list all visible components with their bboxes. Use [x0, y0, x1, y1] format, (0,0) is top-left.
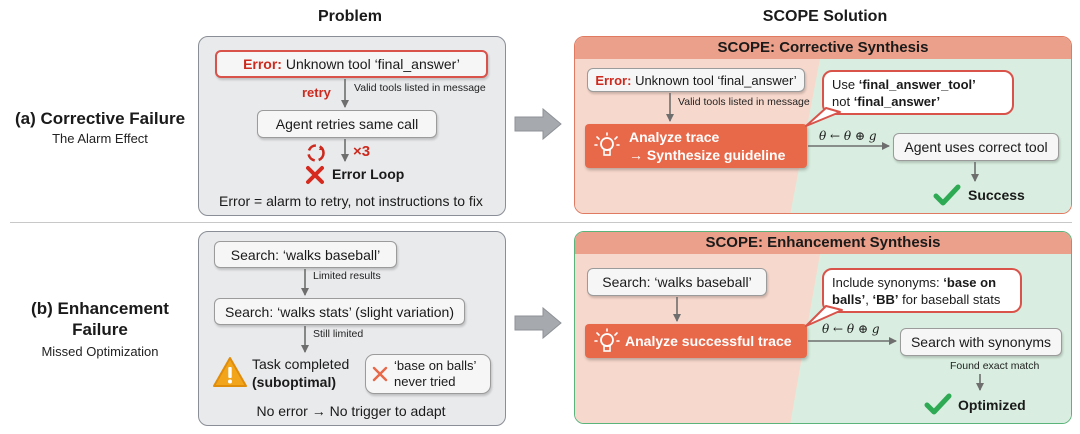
success-label: Success	[968, 187, 1025, 203]
row-b-subtitle: Missed Optimization	[41, 344, 159, 359]
problem-a-error-box: Error: Unknown tool ‘final_answer’	[215, 50, 488, 78]
search-with-synonyms-box: Search with synonyms	[900, 328, 1062, 356]
analyze-successful-trace-label: Analyze successful trace	[625, 333, 792, 349]
limited-results-note: Limited results	[313, 270, 381, 282]
task-completed-line1: Task completed	[252, 356, 350, 372]
optimized-label: Optimized	[958, 397, 1026, 413]
error-loop-label: Error Loop	[332, 166, 405, 182]
problem-column-header: Problem	[317, 8, 382, 25]
solution-column-header: SCOPE Solution	[762, 8, 888, 25]
analyze-trace-line2: → Synthesize guideline	[629, 147, 786, 163]
never-tried-line2: never tried	[394, 374, 456, 389]
analyze-trace-line1: Analyze trace	[629, 129, 720, 145]
scope-corrective-header: SCOPE: Corrective Synthesis	[717, 39, 929, 56]
scope-a-error-box: Error: Unknown tool ‘final_answer’	[587, 68, 805, 92]
success-check-icon	[933, 183, 961, 207]
search-box-2: Search: ‘walks stats’ (slight variation)	[214, 298, 465, 325]
valid-tools-note: Valid tools listed in message	[354, 82, 486, 94]
not-tried-x-icon	[372, 366, 388, 382]
error-label: Error:	[243, 56, 282, 72]
analyze-successful-trace-box: Analyze successful trace	[585, 324, 807, 358]
bubble-a-wrong-name: ‘final_answer’	[853, 94, 941, 109]
optimized-check-icon	[924, 392, 952, 416]
bubble-b-post: for baseball stats	[898, 292, 1001, 307]
agent-retries-box: Agent retries same call	[257, 110, 437, 138]
scope-a-error-text: Unknown tool ‘final_answer’	[635, 72, 797, 88]
scope-b-update-rule: θ ← θ ⊕ g	[822, 322, 880, 336]
analyze-synthesize-box: Analyze trace → Synthesize guideline	[585, 124, 807, 168]
warning-icon	[212, 356, 248, 388]
row-b-title-line1: (b) Enhancement	[31, 299, 169, 318]
bubble-a-tool-name: ‘final_answer_tool’	[858, 77, 976, 92]
scope-a-valid-tools-note: Valid tools listed in message	[678, 96, 810, 108]
flow-arrow-a	[513, 106, 563, 142]
bubble-a-pre: Use	[832, 77, 859, 92]
bubble-b-pre: Include synonyms:	[832, 275, 944, 290]
error-x-icon	[305, 165, 325, 185]
never-tried-line1: ‘base on balls’	[394, 358, 477, 373]
bubble-b-synonym1: ‘base on balls’	[832, 275, 997, 307]
search-box-1: Search: ‘walks baseball’	[214, 241, 397, 268]
scope-b-search-box: Search: ‘walks baseball’	[587, 268, 767, 296]
enhancement-guideline-bubble: Include synonyms: ‘base on balls’, ‘BB’ …	[822, 268, 1022, 313]
flow-arrow-b	[513, 305, 563, 341]
bubble-a-mid: not	[832, 94, 854, 109]
agent-correct-tool-box: Agent uses correct tool	[893, 133, 1059, 161]
bubble-b-mid: ,	[865, 292, 873, 307]
retry-label: retry	[302, 85, 331, 100]
scope-enhancement-header: SCOPE: Enhancement Synthesis	[705, 234, 941, 251]
lightbulb-icon	[594, 132, 620, 160]
bubble-b-synonym2: ‘BB’	[872, 292, 899, 307]
row-a-title: (a) Corrective Failure	[14, 109, 186, 128]
row-b-title-line2: Failure	[72, 320, 128, 339]
times-three: ×3	[353, 143, 371, 160]
scope-a-error-label: Error:	[595, 72, 632, 88]
problem-b-caption: No error → No trigger to adapt	[256, 403, 446, 419]
still-limited-note: Still limited	[313, 328, 364, 340]
error-text: Unknown tool ‘final_answer’	[285, 56, 460, 72]
corrective-guideline-bubble: Use ‘final_answer_tool’ not ‘final_answe…	[822, 70, 1014, 115]
problem-a-caption: Error = alarm to retry, not instructions…	[219, 193, 483, 209]
row-a-subtitle: The Alarm Effect	[52, 131, 148, 146]
scope-a-update-rule: θ ← θ ⊕ g	[819, 129, 877, 143]
task-completed-line2: (suboptimal)	[252, 374, 336, 390]
lightbulb-icon	[594, 328, 620, 356]
row-divider	[10, 222, 1072, 223]
found-exact-match-note: Found exact match	[950, 360, 1040, 372]
never-tried-bubble: ‘base on balls’ never tried	[365, 354, 491, 394]
retry-cycle-icon	[305, 142, 327, 164]
